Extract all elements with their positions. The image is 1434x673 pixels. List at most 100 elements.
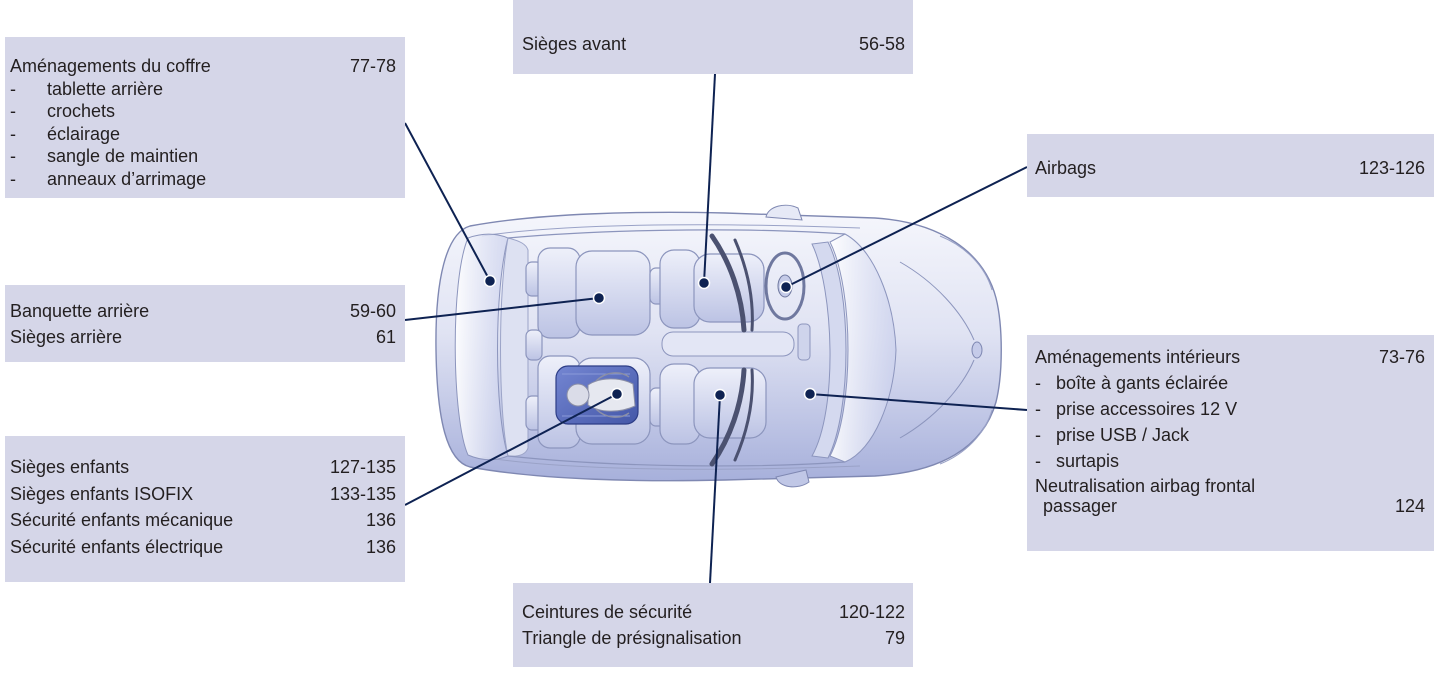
callout-dot-interior — [803, 387, 817, 401]
page-reference: 120-122 — [838, 602, 905, 622]
callout-rear-seats: Banquette arrière 59-60 Sièges arrière 6… — [5, 285, 405, 362]
list-item: -crochets — [10, 100, 396, 123]
list-marker: - — [10, 101, 16, 121]
callout-label: Triangle de présignalisation — [522, 628, 742, 648]
rear-center-headrest — [525, 329, 543, 361]
list-marker: - — [1035, 425, 1041, 445]
list-item-label: sangle de maintien — [47, 146, 199, 166]
leader-line-rear-seats — [404, 297, 600, 321]
callout-label: Sécurité enfants mécanique — [10, 510, 234, 530]
dashboard — [811, 241, 847, 459]
callout-heading-row: Aménagements intérieurs 73-76 — [1035, 344, 1425, 370]
windshield — [829, 233, 897, 463]
callout-dots — [483, 274, 817, 402]
callout-row: Triangle de présignalisation 79 — [522, 625, 905, 651]
callout-front-seats: Sièges avant 56-58 — [513, 0, 913, 74]
page-reference: 127-135 — [329, 457, 396, 477]
page-reference: 79 — [884, 628, 905, 648]
page-reference: 73-76 — [1378, 347, 1425, 367]
leader-line-airbags — [785, 166, 1028, 288]
list-item-label: tablette arrière — [47, 78, 164, 99]
leader-line-child-safety — [404, 393, 618, 506]
page-reference: 77-78 — [349, 56, 396, 76]
leader-lines — [404, 73, 1028, 584]
list-item: -prise accessoires 12 V — [1035, 396, 1425, 422]
callout-dot-child-safety — [610, 387, 624, 401]
list-marker: - — [10, 123, 16, 144]
callout-row: Sécurité enfants mécanique 136 — [10, 507, 396, 534]
callout-label: Neutralisation airbag frontal — [1035, 476, 1256, 496]
list-item-label: surtapis — [1056, 451, 1120, 471]
list-item-label: anneaux d’arrimage — [47, 168, 207, 189]
callout-row: Sièges enfants ISOFIX 133-135 — [10, 481, 396, 508]
callout-row: Sièges enfants 127-135 — [10, 454, 396, 481]
mirror-right — [775, 469, 810, 488]
callout-label: Sièges enfants ISOFIX — [10, 483, 194, 504]
leader-line-interior — [809, 393, 1028, 411]
page-reference: 136 — [365, 536, 396, 557]
callout-row: Sièges arrière 61 — [10, 324, 396, 350]
list-item: - anneaux d’arrimage — [10, 168, 396, 191]
callout-row: Banquette arrière 59-60 — [10, 298, 396, 324]
callout-label: Sièges avant — [522, 34, 627, 54]
leader-line-front-seats — [703, 73, 716, 284]
page-reference: 133-135 — [329, 483, 396, 504]
callout-label: Sièges enfants — [10, 457, 130, 477]
mirror-left — [765, 204, 803, 221]
callout-row: Sécurité enfants électrique 136 — [10, 534, 396, 561]
list-marker: - — [1035, 399, 1041, 419]
list-item-label: prise USB / Jack — [1056, 425, 1190, 445]
list-item: - sangle de maintien — [10, 145, 396, 168]
list-item: -boîte à gants éclairée — [1035, 370, 1425, 396]
page-reference: 61 — [375, 327, 396, 347]
callout-label: Airbags — [1035, 158, 1097, 178]
list-marker: - — [1035, 451, 1041, 471]
door-sill-lines — [481, 224, 861, 470]
page-reference: 56-58 — [858, 34, 905, 54]
list-marker: - — [10, 78, 16, 99]
page-reference: 124 — [1394, 496, 1425, 516]
callout-label: Ceintures de sécurité — [522, 602, 693, 622]
callout-interior-equipment: Aménagements intérieurs 73-76 -boîte à g… — [1027, 335, 1434, 551]
list-item: - éclairage — [10, 123, 396, 146]
parcel-shelf — [500, 237, 529, 457]
callout-label: Sécurité enfants électrique — [10, 536, 224, 557]
list-marker: - — [10, 146, 16, 166]
callout-heading-row: Aménagements du coffre 77-78 — [10, 55, 396, 78]
list-item: - tablette arrière — [10, 78, 396, 101]
callout-seat-belts: Ceintures de sécurité 120-122 Triangle d… — [513, 583, 913, 667]
list-item-label: boîte à gants éclairée — [1056, 373, 1229, 393]
callout-title: Aménagements du coffre — [10, 56, 211, 76]
callout-row: passager 124 — [1035, 496, 1425, 516]
callout-dot-belts — [713, 388, 727, 402]
callout-child-safety: Sièges enfants 127-135 Sièges enfants IS… — [5, 436, 405, 582]
cabin-outline — [507, 229, 846, 467]
list-item: -prise USB / Jack — [1035, 422, 1425, 448]
seat-belts — [709, 233, 754, 467]
callout-dot-boot — [483, 274, 497, 288]
list-marker: - — [10, 168, 16, 189]
leader-line-belts — [709, 394, 721, 584]
front-seat-driver — [649, 249, 765, 329]
callout-row: Airbags 123-126 — [1035, 155, 1425, 181]
callout-row: Ceintures de sécurité 120-122 — [522, 599, 905, 625]
headlight-lines — [939, 235, 993, 465]
center-console — [661, 331, 795, 357]
callout-label-continuation: passager — [1043, 496, 1118, 516]
callout-dot-front-seats — [697, 276, 711, 290]
callout-airbags: Airbags 123-126 — [1027, 134, 1434, 197]
rear-seat-left — [525, 247, 651, 339]
callout-boot-equipment: Aménagements du coffre 77-78 - tablette a… — [5, 37, 405, 198]
callout-label: Sièges arrière — [10, 327, 123, 347]
front-seat-passenger — [649, 363, 767, 445]
front-badge — [971, 341, 983, 359]
callout-dot-airbags — [779, 280, 793, 294]
list-marker: - — [1035, 373, 1041, 393]
callout-row: Sièges avant 56-58 — [522, 31, 905, 57]
leader-line-boot — [404, 122, 491, 282]
list-item-label: prise accessoires 12 V — [1056, 399, 1238, 419]
page-reference: 123-126 — [1358, 158, 1425, 178]
list-item-label: éclairage — [47, 123, 121, 144]
list-item: -surtapis — [1035, 448, 1425, 474]
